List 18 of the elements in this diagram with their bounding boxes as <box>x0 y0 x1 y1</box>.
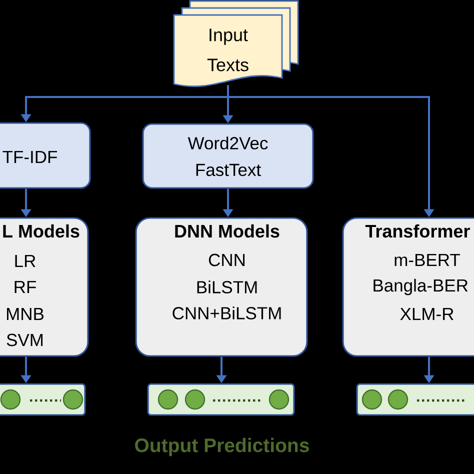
model-name: CNN <box>208 254 245 266</box>
model-name: Bangla-BER <box>374 278 468 296</box>
model-name: XLM-R <box>400 308 454 320</box>
document-stack: Input Texts <box>173 0 299 88</box>
model-name: m-BERT <box>394 254 460 266</box>
method-label: FastText <box>196 164 261 176</box>
box-heading: DNN Models <box>175 224 280 238</box>
method-label: Word2Vec <box>188 136 268 150</box>
model-name: CNN+BiLSTM <box>172 306 281 320</box>
model-name: SVM <box>6 334 43 346</box>
box-heading: Transformer <box>365 224 470 238</box>
method-label: TF-IDF <box>2 150 57 164</box>
model-name: RF <box>14 280 36 294</box>
model-name: BiLSTM <box>197 280 257 294</box>
box-heading: L Models <box>3 224 80 238</box>
model-name: LR <box>15 254 36 268</box>
section-label: Output Predictions <box>135 438 309 456</box>
model-name: MNB <box>7 308 44 320</box>
